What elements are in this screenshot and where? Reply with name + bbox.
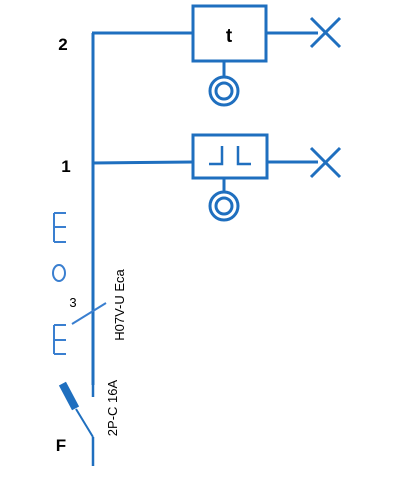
circuit-1-feed-line [91, 160, 194, 165]
circuit-2-branch: t [92, 4, 342, 107]
conductor-slash-mark [71, 302, 107, 325]
breaker-contact-blade [75, 408, 94, 438]
breaker-id-label: F [56, 436, 66, 455]
breaker-rating-label: 2P-C 16A [105, 379, 120, 436]
circuit-2-end-cross-icon [309, 16, 342, 49]
earth-symbol-lower-icon [53, 324, 66, 355]
circuit-2-label: 2 [58, 35, 67, 54]
pulse-relay-box [191, 133, 269, 180]
circuit-breaker [58, 381, 95, 466]
conductor-count-label: 3 [69, 295, 76, 310]
timer-label: t [226, 26, 233, 47]
circuit-1-branch [91, 133, 342, 222]
relay-coil-icon [208, 190, 240, 222]
earth-symbol-upper-icon [53, 212, 66, 243]
cable-type-label: H07V-U Eca [112, 268, 127, 340]
neutral-symbol-icon [52, 264, 66, 282]
breaker-actuator-icon [58, 381, 80, 411]
circuit-1-label: 1 [61, 157, 70, 176]
pulse-relay-symbol [209, 146, 251, 166]
timer-coil-icon [208, 75, 240, 107]
circuit-1-end-cross-icon [309, 146, 342, 179]
